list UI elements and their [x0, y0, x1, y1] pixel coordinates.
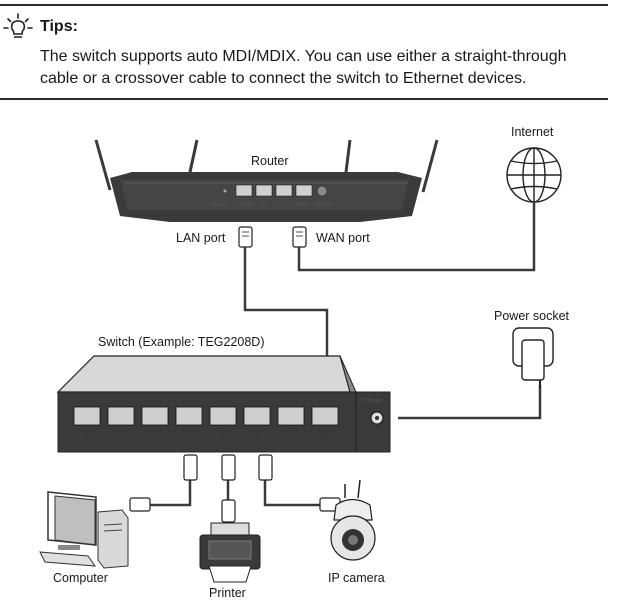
switch-port-4 — [175, 406, 203, 426]
wan-connector — [292, 226, 307, 248]
ip-camera-icon — [330, 479, 376, 561]
cables — [150, 202, 542, 507]
switch-port-1 — [73, 406, 101, 426]
switch-port-number-5: 5 — [222, 431, 226, 437]
computer-label: Computer — [53, 571, 108, 585]
globe-icon — [506, 147, 562, 203]
lightbulb-icon — [3, 13, 33, 38]
switch: DC 5V/1A 1 2 3 4 5 6 7 8 — [56, 355, 391, 453]
printer-label: Printer — [209, 586, 246, 600]
router-label: Router — [251, 154, 289, 168]
device-connectors — [129, 454, 341, 523]
internet-label: Internet — [511, 125, 554, 139]
wan-port-label: WAN port — [316, 231, 370, 245]
switch-port-5 — [209, 406, 237, 426]
power-adapter-icon — [512, 327, 554, 388]
ip-camera-label: IP camera — [328, 571, 385, 585]
switch-port-number-7: 7 — [290, 431, 294, 437]
router-port-label-lan2: 3 — [262, 202, 265, 208]
router-port-label-reset: RESET — [211, 202, 228, 208]
switch-port-number-2: 2 — [120, 431, 124, 437]
bottom-rule — [0, 98, 608, 100]
switch-port-8 — [311, 406, 339, 426]
router-port-label-wan: WAN — [297, 202, 309, 208]
lan-port-label: LAN port — [176, 231, 226, 245]
computer-icon — [39, 491, 129, 569]
top-rule — [0, 4, 608, 6]
switch-port-number-3: 3 — [154, 431, 158, 437]
switch-power-label: DC 5V/1A — [359, 398, 382, 404]
router-port-label-lan1: 4/WAN — [238, 202, 254, 208]
switch-port-6 — [243, 406, 271, 426]
switch-port-number-8: 8 — [324, 431, 328, 437]
switch-port-number-6: 6 — [256, 431, 260, 437]
network-diagram: RESET 4/WAN 3 2 WAN POWER Router LAN por… — [39, 125, 570, 600]
tips-title: Tips: — [40, 18, 78, 35]
router-port-label-power: POWER — [314, 202, 333, 208]
switch-label: Switch (Example: TEG2208D) — [98, 335, 265, 349]
switch-port-7 — [277, 406, 305, 426]
switch-port-number-1: 1 — [86, 431, 90, 437]
printer-icon — [199, 522, 261, 583]
router-port-label-lan3: 2 — [282, 202, 285, 208]
switch-port-2 — [107, 406, 135, 426]
power-socket-label: Power socket — [494, 309, 570, 323]
switch-port-number-4: 4 — [188, 431, 192, 437]
switch-port-3 — [141, 406, 169, 426]
tips-text-line-1: The switch supports auto MDI/MDIX. You c… — [40, 48, 567, 65]
lan-connector — [238, 226, 253, 248]
tips-text-line-2: cable or a crossover cable to connect th… — [40, 70, 527, 87]
router: RESET 4/WAN 3 2 WAN POWER — [94, 139, 439, 222]
